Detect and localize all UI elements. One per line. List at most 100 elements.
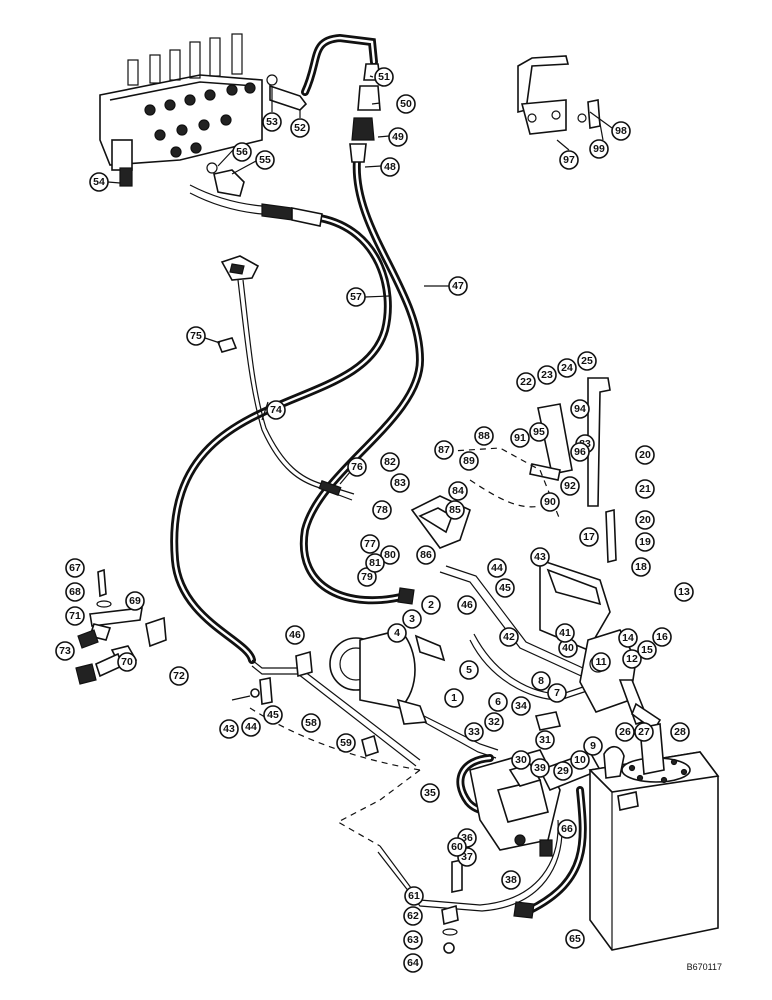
svg-text:8: 8 (538, 675, 544, 687)
svg-text:52: 52 (294, 122, 306, 134)
svg-text:65: 65 (569, 933, 581, 945)
callout-1: 1 (444, 688, 464, 708)
leader-lines (107, 75, 613, 485)
callout-45b: 45 (263, 705, 283, 725)
svg-text:64: 64 (407, 957, 419, 969)
svg-text:45: 45 (267, 709, 279, 721)
callout-68: 68 (65, 582, 85, 602)
svg-text:32: 32 (488, 716, 500, 728)
svg-text:27: 27 (638, 726, 650, 738)
svg-text:66: 66 (561, 823, 573, 835)
callout-64: 64 (403, 953, 423, 973)
svg-text:54: 54 (93, 176, 105, 188)
callout-57: 57 (346, 287, 366, 307)
svg-text:20: 20 (639, 449, 651, 461)
svg-text:87: 87 (438, 444, 450, 456)
callout-59: 59 (336, 733, 356, 753)
svg-text:18: 18 (635, 561, 647, 573)
callout-82: 82 (380, 452, 400, 472)
callout-35: 35 (420, 783, 440, 803)
svg-text:59: 59 (340, 737, 352, 749)
svg-text:91: 91 (514, 432, 526, 444)
svg-text:44: 44 (491, 562, 503, 574)
svg-text:35: 35 (424, 787, 436, 799)
svg-text:94: 94 (574, 403, 586, 415)
callout-54: 54 (89, 172, 109, 192)
svg-text:23: 23 (541, 369, 553, 381)
callout-55: 55 (255, 150, 275, 170)
callout-6: 6 (488, 692, 508, 712)
callout-48: 48 (380, 157, 400, 177)
svg-text:44: 44 (245, 721, 257, 733)
callout-77: 77 (360, 534, 380, 554)
fastener-stack-60-64 (441, 859, 463, 954)
tube-58-group (231, 650, 421, 847)
callout-25: 25 (577, 351, 597, 371)
callout-11: 11 (591, 652, 611, 672)
callout-78: 78 (372, 500, 392, 520)
svg-text:31: 31 (539, 734, 551, 746)
callout-74: 74 (266, 400, 286, 420)
callout-83a: 83 (390, 473, 410, 493)
pressure-line-55 (189, 184, 263, 215)
svg-text:19: 19 (639, 536, 651, 548)
svg-text:63: 63 (407, 934, 419, 946)
svg-text:81: 81 (369, 557, 381, 569)
svg-text:40: 40 (562, 642, 574, 654)
svg-text:96: 96 (574, 446, 586, 458)
callout-94: 94 (570, 399, 590, 419)
svg-text:98: 98 (615, 125, 627, 137)
callout-38: 38 (501, 870, 521, 890)
hose-57 (170, 214, 392, 664)
svg-text:74: 74 (270, 404, 282, 416)
callout-20b: 20 (635, 510, 655, 530)
callout-75: 75 (186, 326, 206, 346)
callout-72: 72 (169, 666, 189, 686)
svg-text:49: 49 (392, 131, 404, 143)
svg-text:16: 16 (656, 631, 668, 643)
hose-47 (299, 156, 425, 605)
svg-text:1: 1 (451, 692, 457, 704)
svg-text:24: 24 (561, 362, 573, 374)
svg-text:69: 69 (129, 595, 141, 607)
callout-92: 92 (560, 476, 580, 496)
callout-65: 65 (565, 929, 585, 949)
callout-5: 5 (459, 660, 479, 680)
svg-text:80: 80 (384, 549, 396, 561)
callout-71: 71 (65, 606, 85, 626)
callout-90: 90 (540, 492, 560, 512)
callout-18: 18 (631, 557, 651, 577)
svg-text:9: 9 (590, 740, 596, 752)
callout-2: 2 (421, 595, 441, 615)
callout-46a: 46 (457, 595, 477, 615)
callout-84: 84 (448, 481, 468, 501)
svg-text:25: 25 (581, 355, 593, 367)
callout-96: 96 (570, 442, 590, 462)
callout-34: 34 (511, 696, 531, 716)
callout-56: 56 (232, 142, 252, 162)
svg-text:22: 22 (520, 376, 532, 388)
svg-text:79: 79 (361, 571, 373, 583)
callout-19: 19 (635, 532, 655, 552)
svg-text:15: 15 (641, 644, 653, 656)
callout-46b: 46 (285, 625, 305, 645)
svg-text:83: 83 (394, 477, 406, 489)
callout-10: 10 (570, 750, 590, 770)
callout-42: 42 (499, 627, 519, 647)
callout-4: 4 (387, 623, 407, 643)
svg-text:99: 99 (593, 143, 605, 155)
callout-61: 61 (404, 886, 424, 906)
svg-text:62: 62 (407, 910, 419, 922)
callout-52: 52 (290, 118, 310, 138)
svg-text:45: 45 (499, 582, 511, 594)
svg-text:42: 42 (503, 631, 515, 643)
svg-text:36: 36 (461, 832, 473, 844)
callout-24: 24 (557, 358, 577, 378)
svg-text:71: 71 (69, 610, 81, 622)
callout-88: 88 (474, 426, 494, 446)
svg-text:13: 13 (678, 586, 690, 598)
svg-text:75: 75 (190, 330, 202, 342)
svg-text:90: 90 (544, 496, 556, 508)
svg-text:95: 95 (533, 426, 545, 438)
